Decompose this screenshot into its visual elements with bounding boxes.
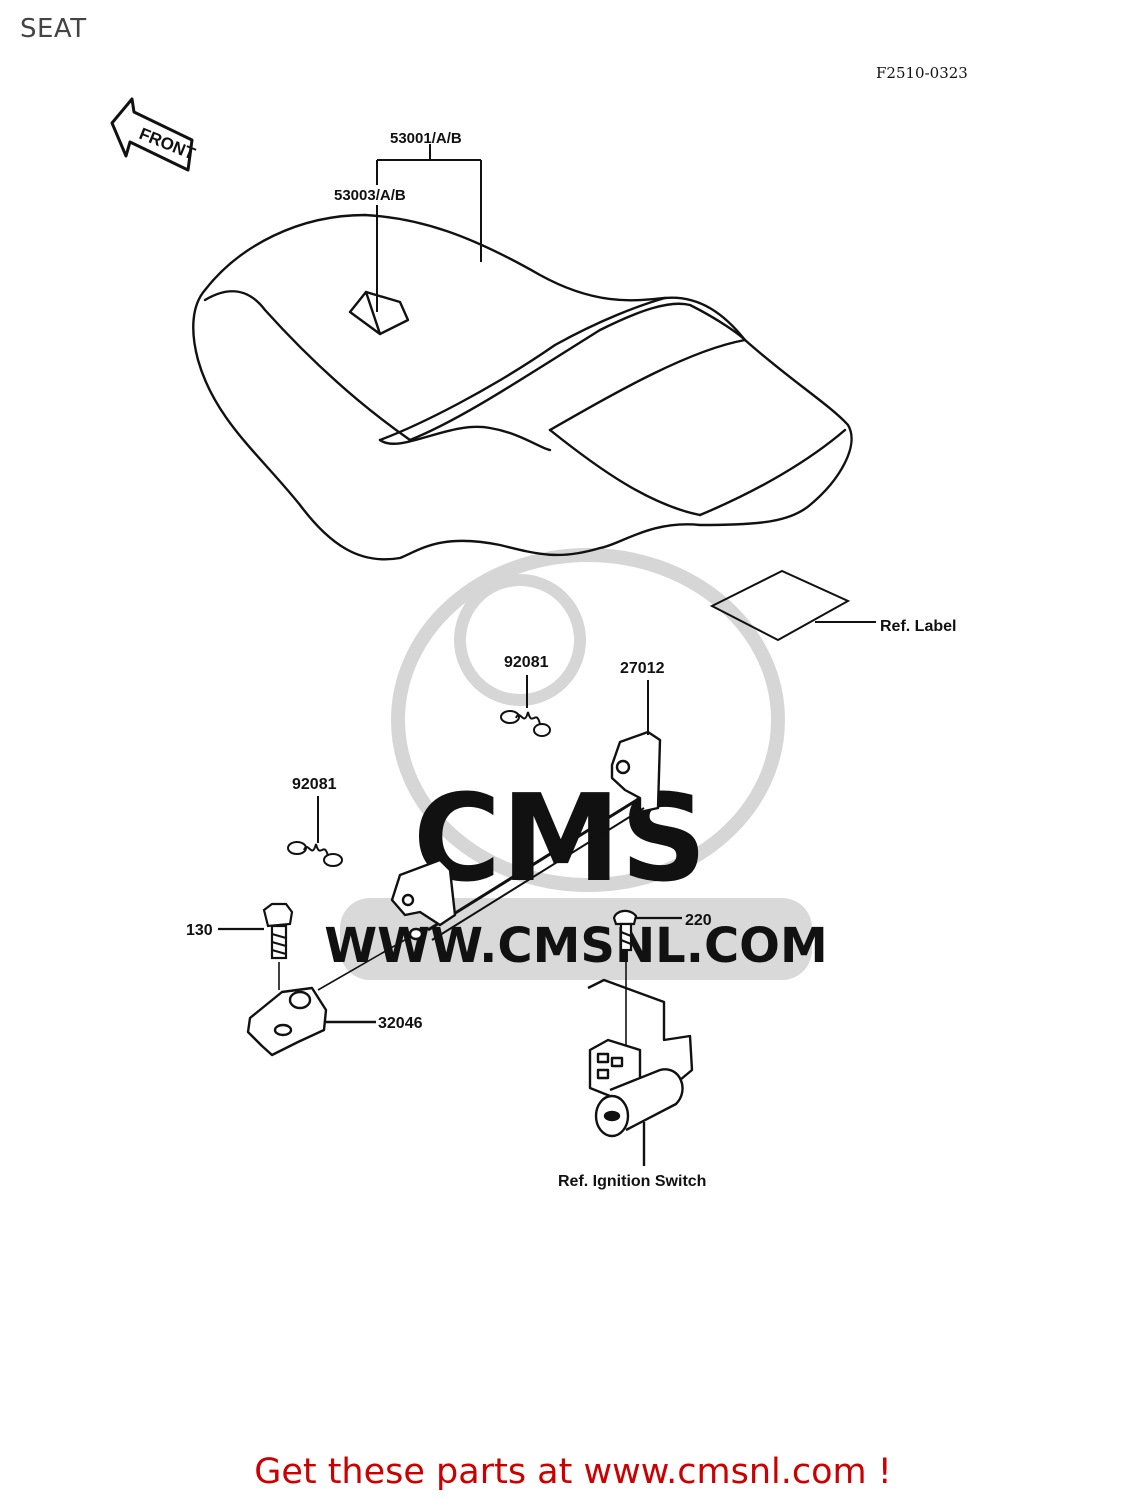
front-hook-plate: [390, 858, 457, 927]
bolt-icon: [218, 902, 294, 990]
diagram-code: F2510-0323: [876, 64, 968, 82]
callout-ref-ignition: Ref. Ignition Switch: [558, 1173, 706, 1190]
callout-ref-label: Ref. Label: [880, 618, 956, 635]
callout-27012: 27012: [620, 660, 665, 677]
watermark-logo-text: CMS: [413, 770, 707, 909]
seat-cover-tab-fold: [364, 290, 382, 336]
seat-rear-pad-side: [698, 428, 847, 517]
rear-hook-hole: [615, 759, 631, 775]
seat-rear-pad-front: [548, 428, 702, 517]
seat-center-seam: [378, 296, 667, 442]
callout-53001: 53001/A/B: [390, 130, 462, 147]
hook-rod: [427, 796, 641, 932]
spring-upper-icon: [500, 675, 551, 737]
hook-assembly: [390, 680, 662, 941]
ignition-switch-icon: [587, 978, 694, 1166]
seat-outline: [192, 213, 853, 561]
watermark-banner: [340, 898, 812, 980]
ref-label-sheet: [709, 569, 876, 642]
seat-front-pad-rear: [378, 425, 552, 452]
seat-callout-leaders: [376, 144, 482, 312]
rod-end: [408, 927, 424, 941]
page-title: SEAT: [20, 14, 87, 44]
callout-32046: 32046: [378, 1015, 423, 1032]
seat-rear-pad-top: [548, 338, 747, 432]
front-arrow-icon: FRONT: [110, 97, 198, 172]
callout-92081-upper: 92081: [504, 654, 549, 671]
callout-130: 130: [186, 922, 213, 939]
spring-lower-icon: [287, 796, 343, 867]
hook-rod-edge: [431, 807, 645, 941]
screw-icon: [612, 909, 682, 1052]
watermark: CMS WWW.CMSNL.COM: [324, 548, 828, 980]
watermark-logo-face: [454, 574, 586, 706]
seat-front-edge: [203, 290, 412, 442]
watermark-logo-ring: [391, 548, 785, 892]
callout-92081-lower: 92081: [292, 776, 337, 793]
rear-hook-plate: [610, 730, 662, 814]
promo-link[interactable]: Get these parts at www.cmsnl.com !: [254, 1452, 892, 1492]
seat-step-line: [408, 302, 747, 442]
callout-53003: 53003/A/B: [334, 187, 406, 204]
seat-drawing: [192, 213, 853, 561]
watermark-url: WWW.CMSNL.COM: [324, 918, 828, 974]
seat-cover-tab: [348, 290, 410, 336]
callout-220: 220: [685, 912, 712, 929]
bracket-icon: [246, 936, 411, 1057]
front-hook-hole: [401, 893, 415, 907]
